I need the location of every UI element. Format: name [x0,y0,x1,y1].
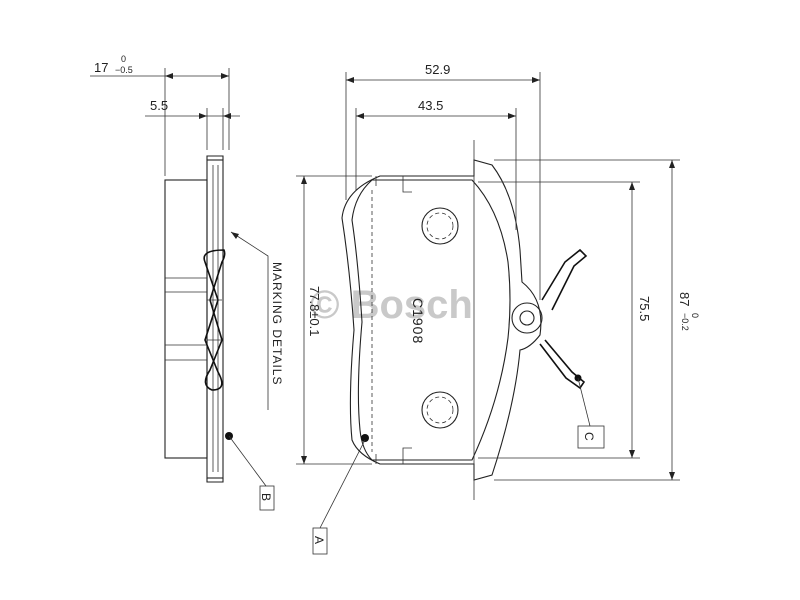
front-view [341,159,588,481]
dimension-height-inner: 75.5 [637,296,652,321]
dimension-total-thickness-tol-upper: 0 [121,54,126,64]
label-c-box [577,425,605,449]
dimension-height-lining: 77.8±0.1 [307,286,322,337]
label-a: A [312,536,326,544]
dimension-height-total-tol-upper: 0 [690,313,700,318]
dimension-total-thickness: 17 [94,60,108,75]
dimension-total-thickness-tol-lower: −0.5 [115,65,133,75]
front-dimensions [296,72,680,500]
dimension-height-total-tol-lower: −0.2 [680,313,690,331]
side-view [164,155,233,483]
product-code: C1908 [410,298,426,344]
watermark: © Bosch [310,283,473,327]
label-c: C [582,432,596,441]
dimension-plate-thickness: 5.5 [150,98,168,113]
dimension-height-total: 87 [677,292,692,306]
marking-details-label: MARKING DETAILS [270,262,284,385]
dimension-width-inner: 43.5 [418,98,443,113]
side-dimensions [90,68,240,176]
label-b-box [259,485,275,511]
dimension-width-outer: 52.9 [425,62,450,77]
label-b: B [259,493,273,501]
label-a-box [312,527,328,555]
